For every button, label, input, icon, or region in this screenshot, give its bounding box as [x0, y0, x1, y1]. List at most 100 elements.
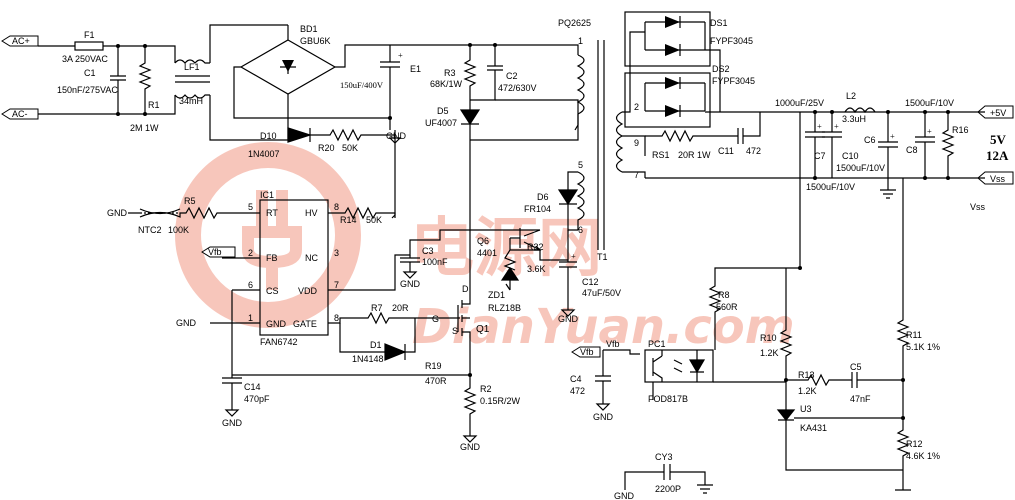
- q1-label: Q1: [476, 324, 490, 335]
- lf1-value: 34mH: [179, 96, 203, 106]
- c11-label: C11: [718, 146, 734, 156]
- gate-drive: R7 20R G D1 1N4148: [339, 303, 439, 364]
- optocoupler-pc1: PC1 FOD817B Vfb Vfb C4 472 GND: [570, 339, 786, 422]
- svg-text:+: +: [571, 251, 576, 261]
- svg-text:2: 2: [248, 248, 253, 258]
- cy3-value: 2200P: [655, 484, 681, 494]
- ac-input-section: AC+ AC- F1 3A 250VAC C1 150nF/275VAC R1 …: [1, 30, 176, 133]
- e1-label: E1: [410, 64, 421, 74]
- feedback-network: R8 560R R10 1.2K R11 5.1K 1% R12 4.6K 1%…: [708, 112, 940, 491]
- pc1-label: PC1: [648, 339, 666, 349]
- gnd-label-ntc: GND: [107, 208, 128, 218]
- ic1-part: FAN6742: [260, 337, 298, 347]
- r7-value: 20R: [392, 303, 409, 313]
- c14-label: C14: [244, 382, 261, 392]
- c8-label: C8: [906, 145, 918, 155]
- output-terminals: +5V Vss 5V 12A Vss: [970, 105, 1014, 212]
- gnd-label-1: GND: [386, 131, 407, 141]
- watermark-logo-plug: [242, 190, 302, 290]
- svg-text:+: +: [817, 121, 822, 131]
- r1-label: R1: [148, 100, 160, 110]
- svg-text:+: +: [834, 121, 839, 131]
- ds2-label: DS2: [712, 64, 730, 74]
- watermark-url: DianYuan.com: [412, 299, 795, 355]
- bd1-value: GBU6K: [300, 36, 331, 46]
- c12-value: 47uF/50V: [582, 288, 621, 298]
- svg-text:RT: RT: [266, 208, 278, 218]
- startup-path: D10 1N4007 R20 50K GND: [248, 127, 407, 219]
- c12-label: C12: [582, 277, 599, 287]
- c4-value: 472: [570, 386, 585, 396]
- vss-caption: Vss: [970, 202, 986, 212]
- svg-text:1: 1: [248, 313, 253, 323]
- c8-top-value: 1500uF/10V: [905, 98, 954, 108]
- c2-label: C2: [506, 71, 518, 81]
- ac-minus-label: AC-: [12, 109, 28, 119]
- svg-text:9: 9: [634, 138, 639, 148]
- ntc2-label: NTC2: [138, 225, 162, 235]
- c7-label: C7: [814, 151, 826, 161]
- c1-label: C1: [84, 68, 96, 78]
- bd1-label: BD1: [300, 24, 318, 34]
- out-5v-label: +5V: [990, 108, 1006, 118]
- d6-value: FR104: [524, 204, 551, 214]
- lf1-label: LF1: [184, 62, 200, 72]
- svg-text:6: 6: [578, 225, 583, 235]
- d5-label: D5: [437, 106, 449, 116]
- svg-text:2: 2: [634, 102, 639, 112]
- c1-value: 150nF/275VAC: [57, 85, 118, 95]
- zd1-value: RLZ18B: [488, 303, 521, 313]
- r7-label: R7: [371, 303, 383, 313]
- svg-text:6: 6: [248, 280, 253, 290]
- svg-text:+: +: [890, 131, 895, 141]
- c2-value: 472/630V: [498, 83, 537, 93]
- ds1-value: FYPF3045: [710, 36, 753, 46]
- t1-core: PQ2625: [558, 18, 591, 28]
- r3-value: 68K/1W: [430, 79, 463, 89]
- svg-text:7: 7: [334, 280, 339, 290]
- e1-capacitor: + E1 150uF/400V: [340, 45, 421, 120]
- out-vss-terminal: [977, 171, 1014, 185]
- d10-value: 1N4007: [248, 149, 280, 159]
- c5-label: C5: [850, 362, 862, 372]
- r12-value: 4.6K 1%: [906, 451, 940, 461]
- svg-text:5: 5: [248, 202, 253, 212]
- c11-value: 472: [746, 146, 761, 156]
- svg-text:CS: CS: [266, 286, 279, 296]
- r8-label: R8: [718, 290, 730, 300]
- vfb-terminal-opto: [571, 346, 601, 358]
- f1-label: F1: [84, 30, 95, 40]
- d6-label: D6: [537, 192, 549, 202]
- svg-text:D: D: [462, 284, 469, 294]
- output-snubber: RS1 20R 1W C11 472: [645, 112, 761, 160]
- svg-text:GND: GND: [222, 418, 243, 428]
- zd1-label: ZD1: [488, 290, 505, 300]
- r32-value: 3.6K: [527, 264, 546, 274]
- r5-value: 100K: [168, 225, 189, 235]
- r10-value: 1.2K: [760, 348, 779, 358]
- ds1-box: [624, 11, 711, 67]
- c4-label: C4: [570, 374, 582, 384]
- svg-text:GND: GND: [593, 412, 614, 422]
- c14-value: 470pF: [244, 394, 270, 404]
- d1-value: 1N4148: [352, 354, 384, 364]
- svg-text:S: S: [452, 326, 458, 336]
- f1-value: 3A 250VAC: [62, 54, 108, 64]
- d6-diode: D6 FR104 + C12 47uF/50V GND: [524, 182, 621, 324]
- ntc-network: GND R5 100K NTC2: [107, 196, 232, 235]
- watermark-logo-ring: [175, 142, 361, 328]
- svg-text:Vfb: Vfb: [208, 247, 222, 257]
- r19-label: R19: [425, 361, 442, 371]
- r10-label: R10: [760, 333, 777, 343]
- d1-label: D1: [370, 340, 382, 350]
- output-filter: 1000uF/25V ++ C7 1500uF/10V C10 1500uF/1…: [775, 91, 969, 199]
- out-5v-terminal: [977, 105, 1014, 119]
- cy3-capacitor: CY3 2200P GND: [614, 452, 713, 500]
- ac-plus-label: AC+: [12, 36, 30, 46]
- r14-label: R14: [340, 215, 357, 225]
- gate-label: G: [432, 314, 439, 324]
- c10-value: 1500uF/10V: [836, 163, 885, 173]
- d10-label: D10: [260, 131, 277, 141]
